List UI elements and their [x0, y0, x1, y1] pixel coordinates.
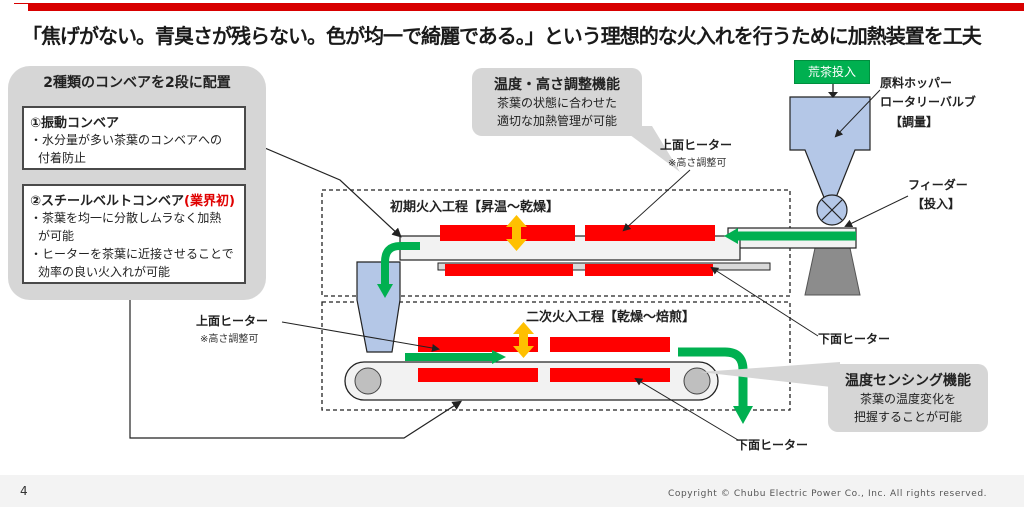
height-adjust-arrow-2 — [513, 322, 534, 358]
heater-upper-1a — [440, 225, 575, 241]
feeder-label-1: フィーダー — [908, 178, 968, 192]
heater-lower-2b — [550, 368, 670, 382]
page-title: 「焦げがない。青臭さが残らない。色が均一で綺麗である。」という理想的な火入れを行… — [22, 24, 982, 48]
sensing-callout-line-2: 把握することが可能 — [853, 410, 962, 424]
temp-height-callout: 温度・高さ調整機能 茶葉の状態に合わせた 適切な加熱管理が可能 — [472, 68, 642, 136]
steel-belt-conveyor-title-main: ②スチールベルトコンベア — [30, 194, 185, 209]
steel-belt-line-1: ・茶葉を均一に分散しムラなく加熱 — [30, 211, 222, 225]
down-arrow-icon — [828, 84, 838, 98]
steel-belt-line-2: が可能 — [38, 229, 75, 243]
steel-belt-conveyor-title: ②スチールベルトコンベア(業界初) — [24, 186, 244, 209]
sensing-callout-line-1: 茶葉の温度変化を — [859, 392, 956, 406]
hopper-label-3: 【調量】 — [890, 115, 939, 129]
heater-lower-1a — [445, 264, 573, 276]
heater-lower-1b — [585, 264, 713, 276]
header-accent-gap — [14, 4, 28, 48]
upper-heater-2-note: ※高さ調整可 — [200, 334, 259, 345]
hopper-label-2: ロータリーバルブ — [880, 95, 976, 109]
feeder-label-2: 【投入】 — [912, 197, 961, 211]
steel-belt-line-3: ・ヒーターを茶葉に近接させることで — [30, 247, 234, 261]
heating-device-diagram — [129, 89, 909, 441]
process-2-label: 二次火入工程【乾燥～焙煎】 — [526, 310, 696, 325]
heater-upper-1b — [585, 225, 715, 241]
process-2-frame — [321, 301, 791, 411]
conveyor-info-panel-title: 2種類のコンベアを2段に配置 — [43, 75, 231, 91]
heater-upper-2b — [550, 337, 670, 352]
heater-upper-2a — [418, 337, 538, 352]
steel-belt-line-4: 効率の良い火入れが可能 — [38, 265, 171, 279]
steel-belt-conveyor-box: ②スチールベルトコンベア(業界初) ・茶葉を均一に分散しムラなく加熱 が可能 ・… — [22, 184, 246, 284]
page-number: 4 — [20, 484, 28, 498]
temp-height-callout-title: 温度・高さ調整機能 — [494, 77, 620, 93]
header-accent-bar — [14, 3, 1024, 11]
industry-first-badge: (業界初) — [184, 194, 235, 209]
sensing-callout-title: 温度センシング機能 — [845, 373, 971, 389]
vibrating-conveyor-line-2: 付着防止 — [38, 151, 87, 165]
height-adjust-arrow-1 — [506, 215, 527, 251]
raw-tea-input-tag: 荒茶投入 — [794, 60, 870, 84]
vibrating-conveyor-title: ①振動コンベア — [30, 116, 120, 131]
temp-height-callout-line-1: 茶葉の状態に合わせた — [496, 96, 617, 110]
lower-heater-1-label: 下面ヒーター — [818, 332, 891, 346]
heater-lower-2a — [418, 368, 538, 382]
vibrating-conveyor-box: ①振動コンベア ・水分量が多い茶葉のコンベアへの 付着防止 — [22, 106, 246, 170]
upper-heater-1-note: ※高さ調整可 — [668, 158, 727, 169]
feeder-base — [804, 247, 861, 296]
sensing-callout: 温度センシング機能 茶葉の温度変化を 把握することが可能 — [828, 364, 988, 432]
upper-heater-1-label: 上面ヒーター — [660, 138, 733, 152]
copyright-text: Copyright © Chubu Electric Power Co., In… — [668, 489, 988, 499]
vibrating-conveyor-line-1: ・水分量が多い茶葉のコンベアへの — [30, 133, 223, 147]
temp-height-callout-line-2: 適切な加熱管理が可能 — [496, 114, 617, 128]
lower-heater-2-label: 下面ヒーター — [736, 438, 809, 452]
process-1-label: 初期火入工程【昇温～乾燥】 — [390, 200, 560, 215]
upper-heater-2-label: 上面ヒーター — [196, 314, 269, 328]
footer-bar — [0, 475, 1024, 507]
hopper-label-1: 原料ホッパー — [880, 76, 953, 90]
